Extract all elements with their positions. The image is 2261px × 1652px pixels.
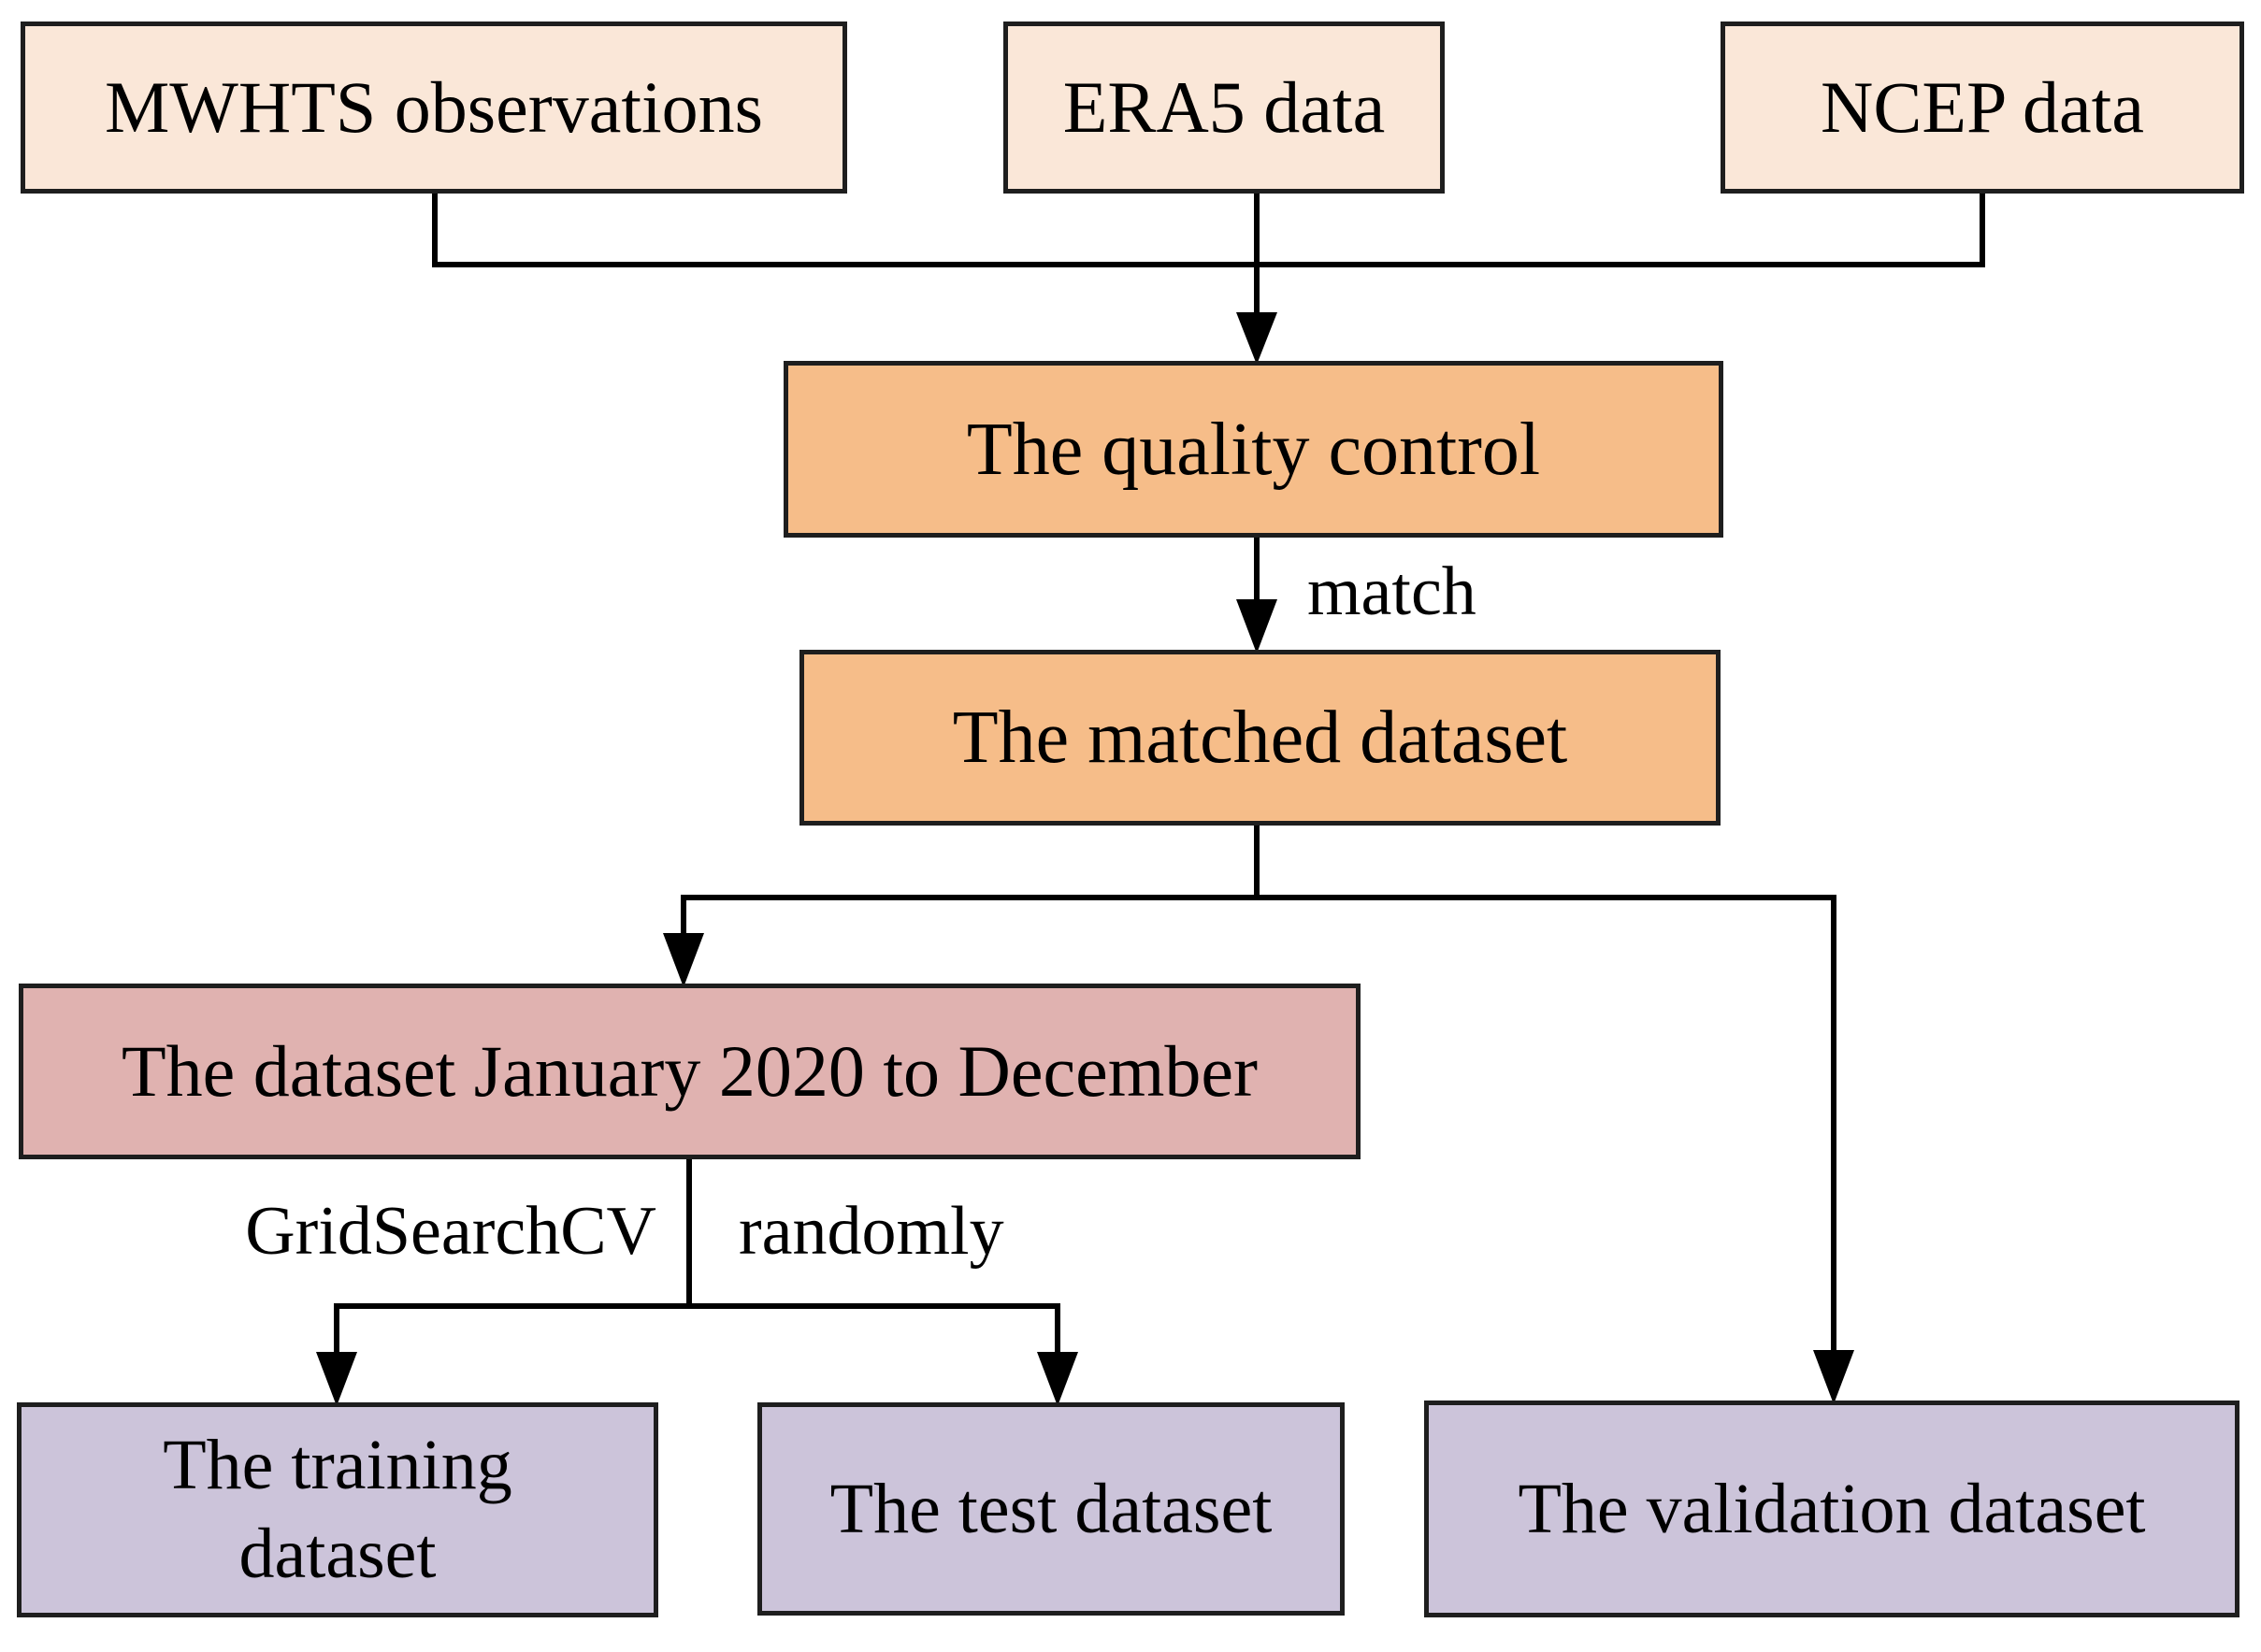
edge-matched-split-line (684, 826, 1834, 900)
node-quality-control: The quality control (784, 361, 1723, 538)
node-test-dataset-label: The test dataset (829, 1469, 1273, 1548)
node-mwhts-observations-label: MWHTS observations (104, 66, 764, 149)
arrowhead-training (316, 1352, 357, 1406)
node-ncep-data: NCEP data (1721, 22, 2244, 194)
node-era5-data: ERA5 data (1003, 22, 1445, 194)
arrowhead-dataset2020 (663, 933, 704, 987)
arrowhead-quality-control (1236, 312, 1277, 365)
node-validation-dataset-label: The validation dataset (1518, 1469, 2146, 1548)
node-quality-control-label: The quality control (966, 408, 1541, 491)
node-ncep-data-label: NCEP data (1821, 66, 2144, 149)
arrowhead-validation (1813, 1350, 1854, 1404)
edge-sources-join-line (432, 193, 1985, 267)
arrowhead-test (1037, 1352, 1078, 1406)
node-mwhts-observations: MWHTS observations (21, 22, 847, 194)
node-training-dataset-label: The training dataset (163, 1426, 512, 1593)
node-dataset-jan2020-december-label: The dataset January 2020 to December (121, 1030, 1259, 1113)
edge-label-randomly: randomly (739, 1193, 1004, 1270)
node-matched-dataset-label: The matched dataset (952, 697, 1568, 779)
node-training-dataset: The training dataset (17, 1402, 658, 1617)
arrowhead-matched-dataset (1236, 599, 1277, 654)
node-dataset-jan2020-december: The dataset January 2020 to December (19, 984, 1361, 1159)
node-matched-dataset: The matched dataset (799, 650, 1721, 826)
node-test-dataset: The test dataset (757, 1402, 1345, 1616)
node-validation-dataset: The validation dataset (1424, 1401, 2239, 1617)
node-era5-data-label: ERA5 data (1062, 66, 1386, 149)
edge-label-gridsearchcv: GridSearchCV (245, 1193, 656, 1270)
edge-label-match: match (1307, 553, 1476, 630)
